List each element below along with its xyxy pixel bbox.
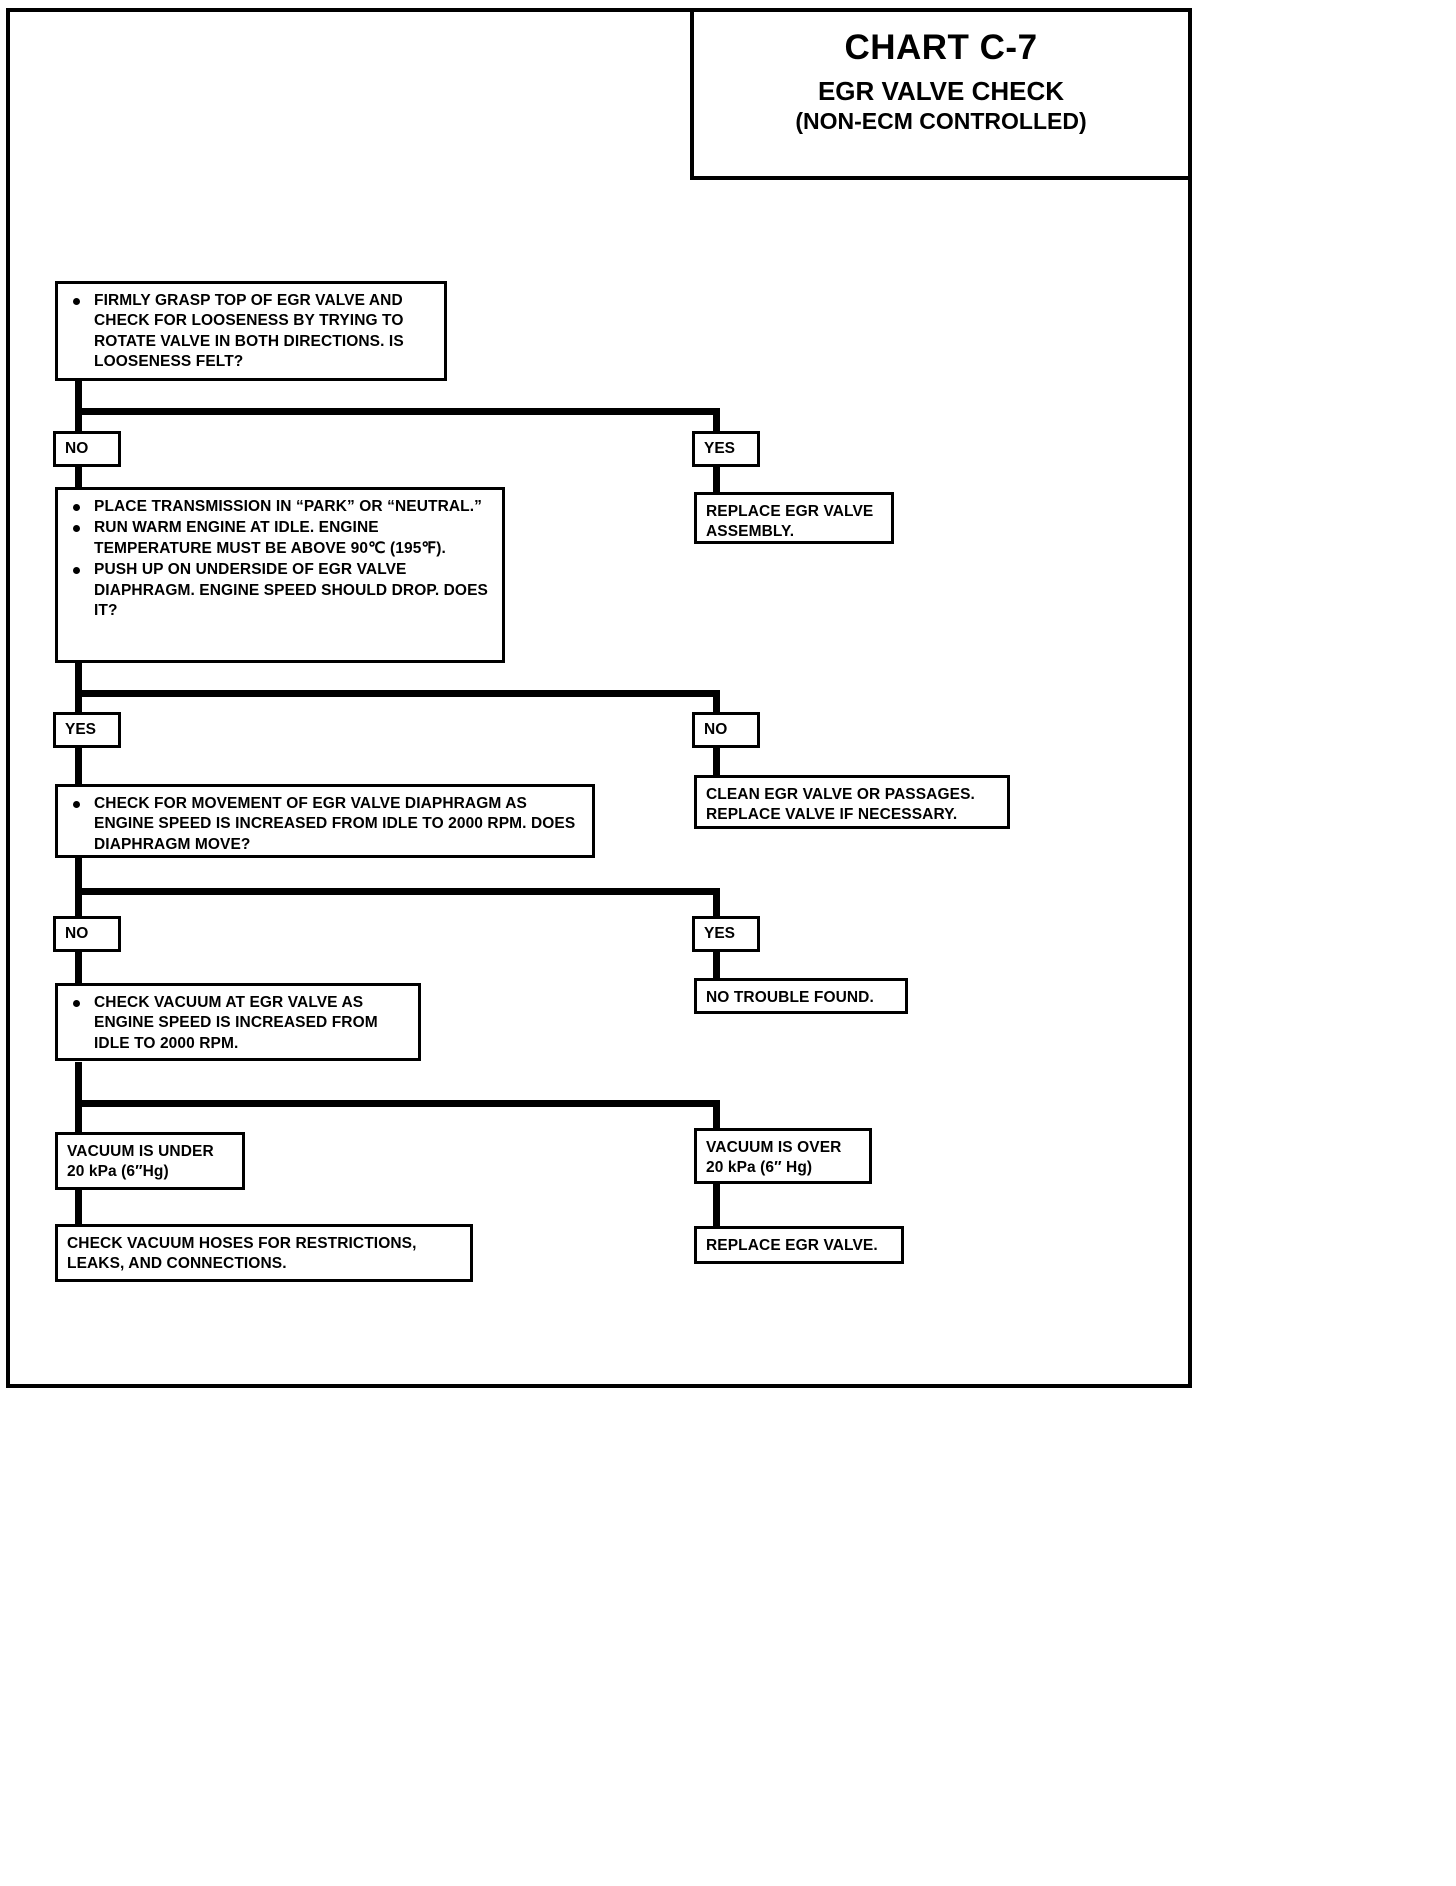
replace-egr-valve-box: REPLACE EGR VALVE. xyxy=(694,1226,904,1264)
connector-branch4-left-down xyxy=(75,1100,82,1135)
page-border xyxy=(6,8,1192,1388)
replace-egr-valve-text: REPLACE EGR VALVE. xyxy=(706,1237,878,1254)
vacuum-under-line-1: VACUUM IS UNDER xyxy=(67,1143,214,1160)
clean-egr-valve-text: CLEAN EGR VALVE OR PASSAGES. REPLACE VAL… xyxy=(706,786,975,824)
branch-1-yes-label: YES xyxy=(704,440,736,457)
step-1-box: FIRMLY GRASP TOP OF EGR VALVE AND CHECK … xyxy=(55,281,447,381)
connector-step4-down xyxy=(75,1062,82,1107)
connector-under-to-result xyxy=(75,1188,82,1228)
chart-subtitle: (NON-ECM CONTROLLED) xyxy=(795,108,1087,135)
clean-egr-valve-box: CLEAN EGR VALVE OR PASSAGES. REPLACE VAL… xyxy=(694,775,1010,829)
connector-no2-to-result xyxy=(713,746,720,778)
vacuum-over-box: VACUUM IS OVER 20 kPa (6″ Hg) xyxy=(694,1128,872,1184)
branch-1-no-label: NO xyxy=(65,440,89,457)
connector-step1-down xyxy=(75,378,82,413)
step-4-bullet-1: CHECK VACUUM AT EGR VALVE AS ENGINE SPEE… xyxy=(67,993,410,1054)
step-3-box: CHECK FOR MOVEMENT OF EGR VALVE DIAPHRAG… xyxy=(55,784,595,858)
branch-2-no-label: NO xyxy=(704,721,728,738)
connector-branch4-horizontal xyxy=(75,1100,720,1107)
branch-3-no-label: NO xyxy=(65,925,89,942)
connector-branch1-left-down xyxy=(75,408,82,436)
step-2-bullet-2: RUN WARM ENGINE AT IDLE. ENGINE TEMPERAT… xyxy=(67,518,494,559)
branch-1-no-tag: NO xyxy=(53,431,121,467)
connector-branch1-horizontal xyxy=(75,408,720,415)
connector-branch3-horizontal xyxy=(75,888,720,895)
branch-3-yes-tag: YES xyxy=(692,916,760,952)
connector-over-to-result xyxy=(713,1182,720,1229)
step-2-bullet-3: PUSH UP ON UNDERSIDE OF EGR VALVE DIAPHR… xyxy=(67,560,494,621)
connector-yes3-to-result xyxy=(713,952,720,980)
connector-step3-down xyxy=(75,855,82,893)
connector-step2-down xyxy=(75,660,82,695)
connector-branch2-horizontal xyxy=(75,690,720,697)
connector-no3-to-step4 xyxy=(75,952,82,985)
vacuum-under-box: VACUUM IS UNDER 20 kPa (6″Hg) xyxy=(55,1132,245,1190)
connector-branch2-left-down xyxy=(75,690,82,718)
connector-no1-to-step2 xyxy=(75,464,82,494)
branch-3-yes-label: YES xyxy=(704,925,736,942)
connector-branch2-right-down xyxy=(713,690,720,718)
connector-yes2-to-step3 xyxy=(75,746,82,784)
vacuum-over-line-1: VACUUM IS OVER xyxy=(706,1139,842,1156)
connector-branch1-right-down xyxy=(713,408,720,436)
chart-number: CHART C-7 xyxy=(844,28,1038,67)
vacuum-over-line-2: 20 kPa (6″ Hg) xyxy=(706,1159,813,1177)
step-2-box: PLACE TRANSMISSION IN “PARK” OR “NEUTRAL… xyxy=(55,487,505,663)
check-vacuum-hoses-box: CHECK VACUUM HOSES FOR RESTRICTIONS, LEA… xyxy=(55,1224,473,1282)
no-trouble-found-text: NO TROUBLE FOUND. xyxy=(706,989,874,1006)
connector-branch4-right-down xyxy=(713,1100,720,1135)
connector-branch3-right-down xyxy=(713,888,720,916)
branch-1-yes-tag: YES xyxy=(692,431,760,467)
chart-title: EGR VALVE CHECK xyxy=(817,76,1065,107)
branch-2-yes-tag: YES xyxy=(53,712,121,748)
replace-egr-valve-assembly-box: REPLACE EGR VALVE ASSEMBLY. xyxy=(694,492,894,544)
step-1-text: FIRMLY GRASP TOP OF EGR VALVE AND CHECK … xyxy=(67,291,436,373)
check-vacuum-hoses-line-1: CHECK VACUUM HOSES FOR RESTRICTIONS, xyxy=(67,1235,417,1252)
branch-2-yes-label: YES xyxy=(65,721,97,738)
step-4-box: CHECK VACUUM AT EGR VALVE AS ENGINE SPEE… xyxy=(55,983,421,1061)
connector-branch3-left-down xyxy=(75,888,82,916)
replace-egr-valve-assembly-text: REPLACE EGR VALVE ASSEMBLY. xyxy=(706,503,874,541)
no-trouble-found-box: NO TROUBLE FOUND. xyxy=(694,978,908,1014)
connector-yes1-to-result xyxy=(713,464,720,494)
branch-2-no-tag: NO xyxy=(692,712,760,748)
branch-3-no-tag: NO xyxy=(53,916,121,952)
step-2-bullet-1: PLACE TRANSMISSION IN “PARK” OR “NEUTRAL… xyxy=(67,497,494,517)
check-vacuum-hoses-line-2: LEAKS, AND CONNECTIONS. xyxy=(67,1255,287,1273)
step-3-bullet-1: CHECK FOR MOVEMENT OF EGR VALVE DIAPHRAG… xyxy=(67,794,584,855)
title-block: CHART C-7 EGR VALVE CHECK (NON-ECM CONTR… xyxy=(690,8,1192,180)
vacuum-under-line-2: 20 kPa (6″Hg) xyxy=(67,1163,169,1181)
